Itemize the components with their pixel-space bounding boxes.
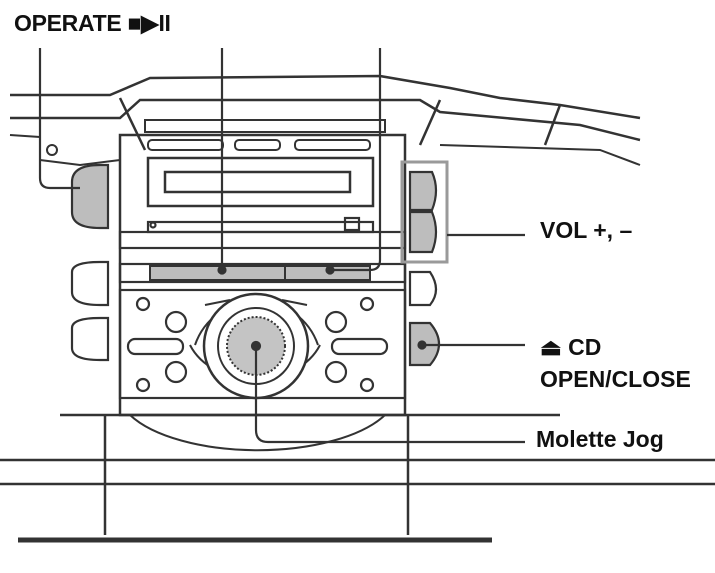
label-cd-line2: OPEN/CLOSE: [540, 366, 691, 392]
top-button-strip: [144, 119, 386, 151]
disc-tray-curve: [129, 414, 386, 452]
label-jog: Molette Jog: [536, 426, 664, 452]
unit-top-cover: [9, 74, 641, 167]
callout-jog: [254, 346, 525, 444]
callout-play-right: [330, 48, 382, 272]
vol-plus-button: [408, 170, 438, 212]
vol-highlight-box: [400, 160, 449, 264]
callout-lines: [38, 48, 525, 444]
operate-button: [70, 163, 110, 230]
right-side-buttons: [400, 160, 449, 367]
label-vol: VOL +, –: [540, 217, 633, 243]
label-cd-open-close: ⏏ CD OPEN/CLOSE: [540, 331, 691, 395]
vol-minus-button: [408, 210, 438, 254]
label-operate: OPERATE ■▶II: [14, 10, 171, 36]
callout-operate: [38, 48, 80, 190]
left-side-buttons: [70, 163, 110, 362]
cd-slots: [118, 216, 407, 284]
display-window: [146, 156, 375, 208]
play-pause-button[interactable]: [149, 265, 371, 281]
eject-icon: ⏏: [540, 334, 562, 360]
label-cd-line1: CD: [568, 334, 602, 360]
